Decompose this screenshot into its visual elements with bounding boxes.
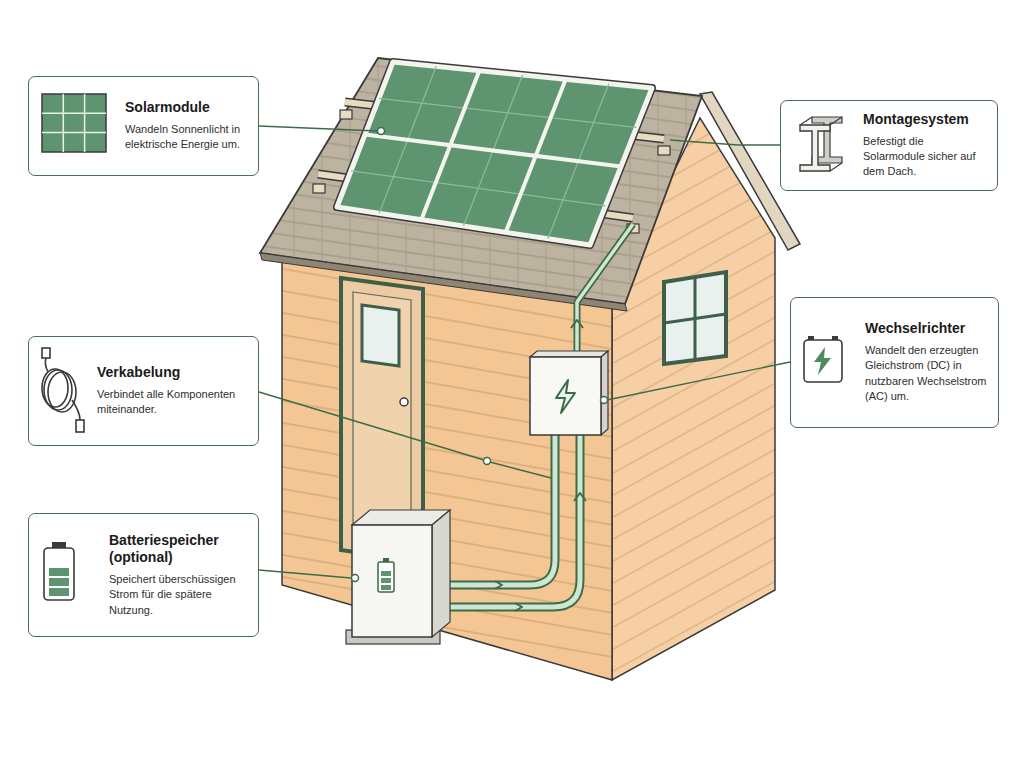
mounting-rail-icon	[800, 117, 842, 171]
callout-box: MontagesystemBefestigt die Solarmodule s…	[780, 100, 998, 191]
callout-heading: Verkabelung	[97, 364, 248, 382]
roof	[260, 58, 800, 311]
callout-text: Verbindet alle Komponenten miteinander.	[97, 387, 248, 418]
callout-text: Wandelt den erzeugten Gleichstrom (DC) i…	[865, 343, 988, 405]
inverter-unit	[530, 351, 608, 435]
callout-box: Batteriespeicher (optional) Speichert übe…	[28, 513, 259, 637]
callout-box: WechselrichterWandelt den erzeugten Glei…	[790, 297, 999, 428]
callout-box: SolarmoduleWandeln Sonnenlicht in elektr…	[28, 76, 259, 176]
cable-icon	[42, 348, 84, 432]
battery-storage	[346, 510, 450, 644]
solar-panel-array	[337, 62, 652, 245]
callout-text: Speichert überschüssigen Strom für die s…	[109, 572, 248, 618]
solar-module-icon	[42, 94, 106, 152]
roof-cable	[571, 224, 633, 357]
callout-heading: Wechselrichter	[865, 320, 988, 338]
callout-heading: Solarmodule	[125, 99, 248, 117]
leader-dot	[352, 128, 608, 582]
side-wall	[282, 250, 612, 680]
leader-line	[259, 126, 790, 578]
battery-icon	[44, 542, 74, 600]
callout-text: Befestigt die Solarmodule sicher auf dem…	[863, 134, 987, 180]
callout-text: Wandeln Sonnenlicht in elektrische Energ…	[125, 122, 248, 153]
house-window	[664, 272, 726, 364]
battery-conduit	[448, 435, 586, 611]
callout-heading: Montagesystem	[863, 111, 987, 129]
callout-box: VerkabelungVerbindet alle Komponenten mi…	[28, 336, 259, 446]
callout-heading: Batteriespeicher (optional)	[109, 532, 248, 567]
inverter-icon	[804, 336, 842, 382]
